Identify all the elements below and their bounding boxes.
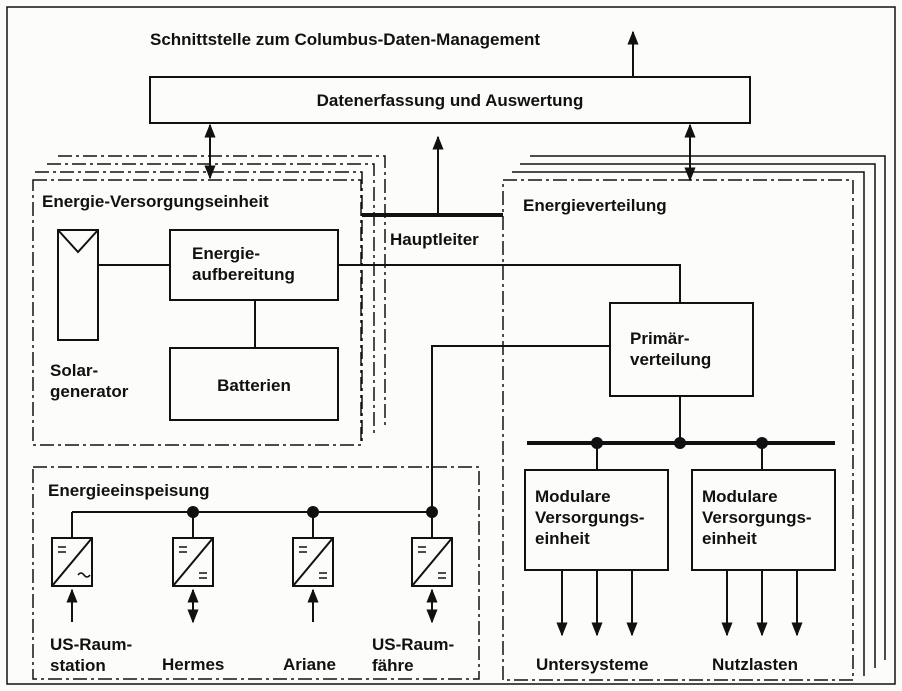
source-us-shuttle: US-Raum- fähre bbox=[372, 635, 455, 675]
main-bus-label: Hauptleiter bbox=[390, 230, 479, 249]
supply-stack bbox=[35, 155, 386, 445]
source-ariane: Ariane bbox=[283, 655, 336, 674]
converter-3 bbox=[292, 537, 334, 587]
primary-box bbox=[609, 302, 754, 397]
primary-label: Primär- verteilung bbox=[630, 329, 712, 369]
conditioning-label: Energie- aufbereitung bbox=[192, 244, 295, 284]
modular-unit-2 bbox=[691, 469, 836, 571]
distribution-stack bbox=[512, 155, 886, 676]
converter-4 bbox=[411, 537, 453, 587]
solar-label: Solar- generator bbox=[50, 361, 129, 401]
solar-panel bbox=[57, 229, 99, 341]
distribution-title: Energieverteilung bbox=[523, 196, 667, 215]
junction-dots bbox=[187, 437, 768, 518]
data-box-label: Datenerfassung und Auswertung bbox=[316, 91, 584, 110]
source-hermes: Hermes bbox=[162, 655, 225, 674]
batteries-label: Batterien bbox=[217, 376, 291, 395]
converter-2 bbox=[172, 537, 214, 587]
modular-unit-1-label: Modulare Versorgungs- einheit bbox=[535, 487, 645, 548]
modular-unit-2-label: Modulare Versorgungs- einheit bbox=[702, 487, 812, 548]
payloads-label: Nutzlasten bbox=[712, 655, 798, 674]
source-us-station: US-Raum- station bbox=[50, 635, 133, 675]
converter-1 bbox=[51, 537, 93, 587]
infeed-title: Energieeinspeisung bbox=[48, 481, 210, 500]
infeed-frame bbox=[32, 466, 480, 680]
subsystems-label: Untersysteme bbox=[536, 655, 649, 674]
supply-unit-title: Energie-Versorgungseinheit bbox=[42, 192, 269, 211]
supply-frame bbox=[32, 179, 362, 446]
interface-title: Schnittstelle zum Columbus-Daten-Managem… bbox=[150, 30, 541, 49]
solar-symbol bbox=[57, 229, 99, 254]
infeed-to-primary bbox=[431, 345, 610, 512]
feed-to-primary bbox=[338, 264, 681, 303]
data-box bbox=[149, 76, 751, 124]
outer-frame bbox=[6, 6, 896, 685]
batteries-box bbox=[169, 347, 339, 421]
distribution-frame bbox=[502, 179, 854, 681]
